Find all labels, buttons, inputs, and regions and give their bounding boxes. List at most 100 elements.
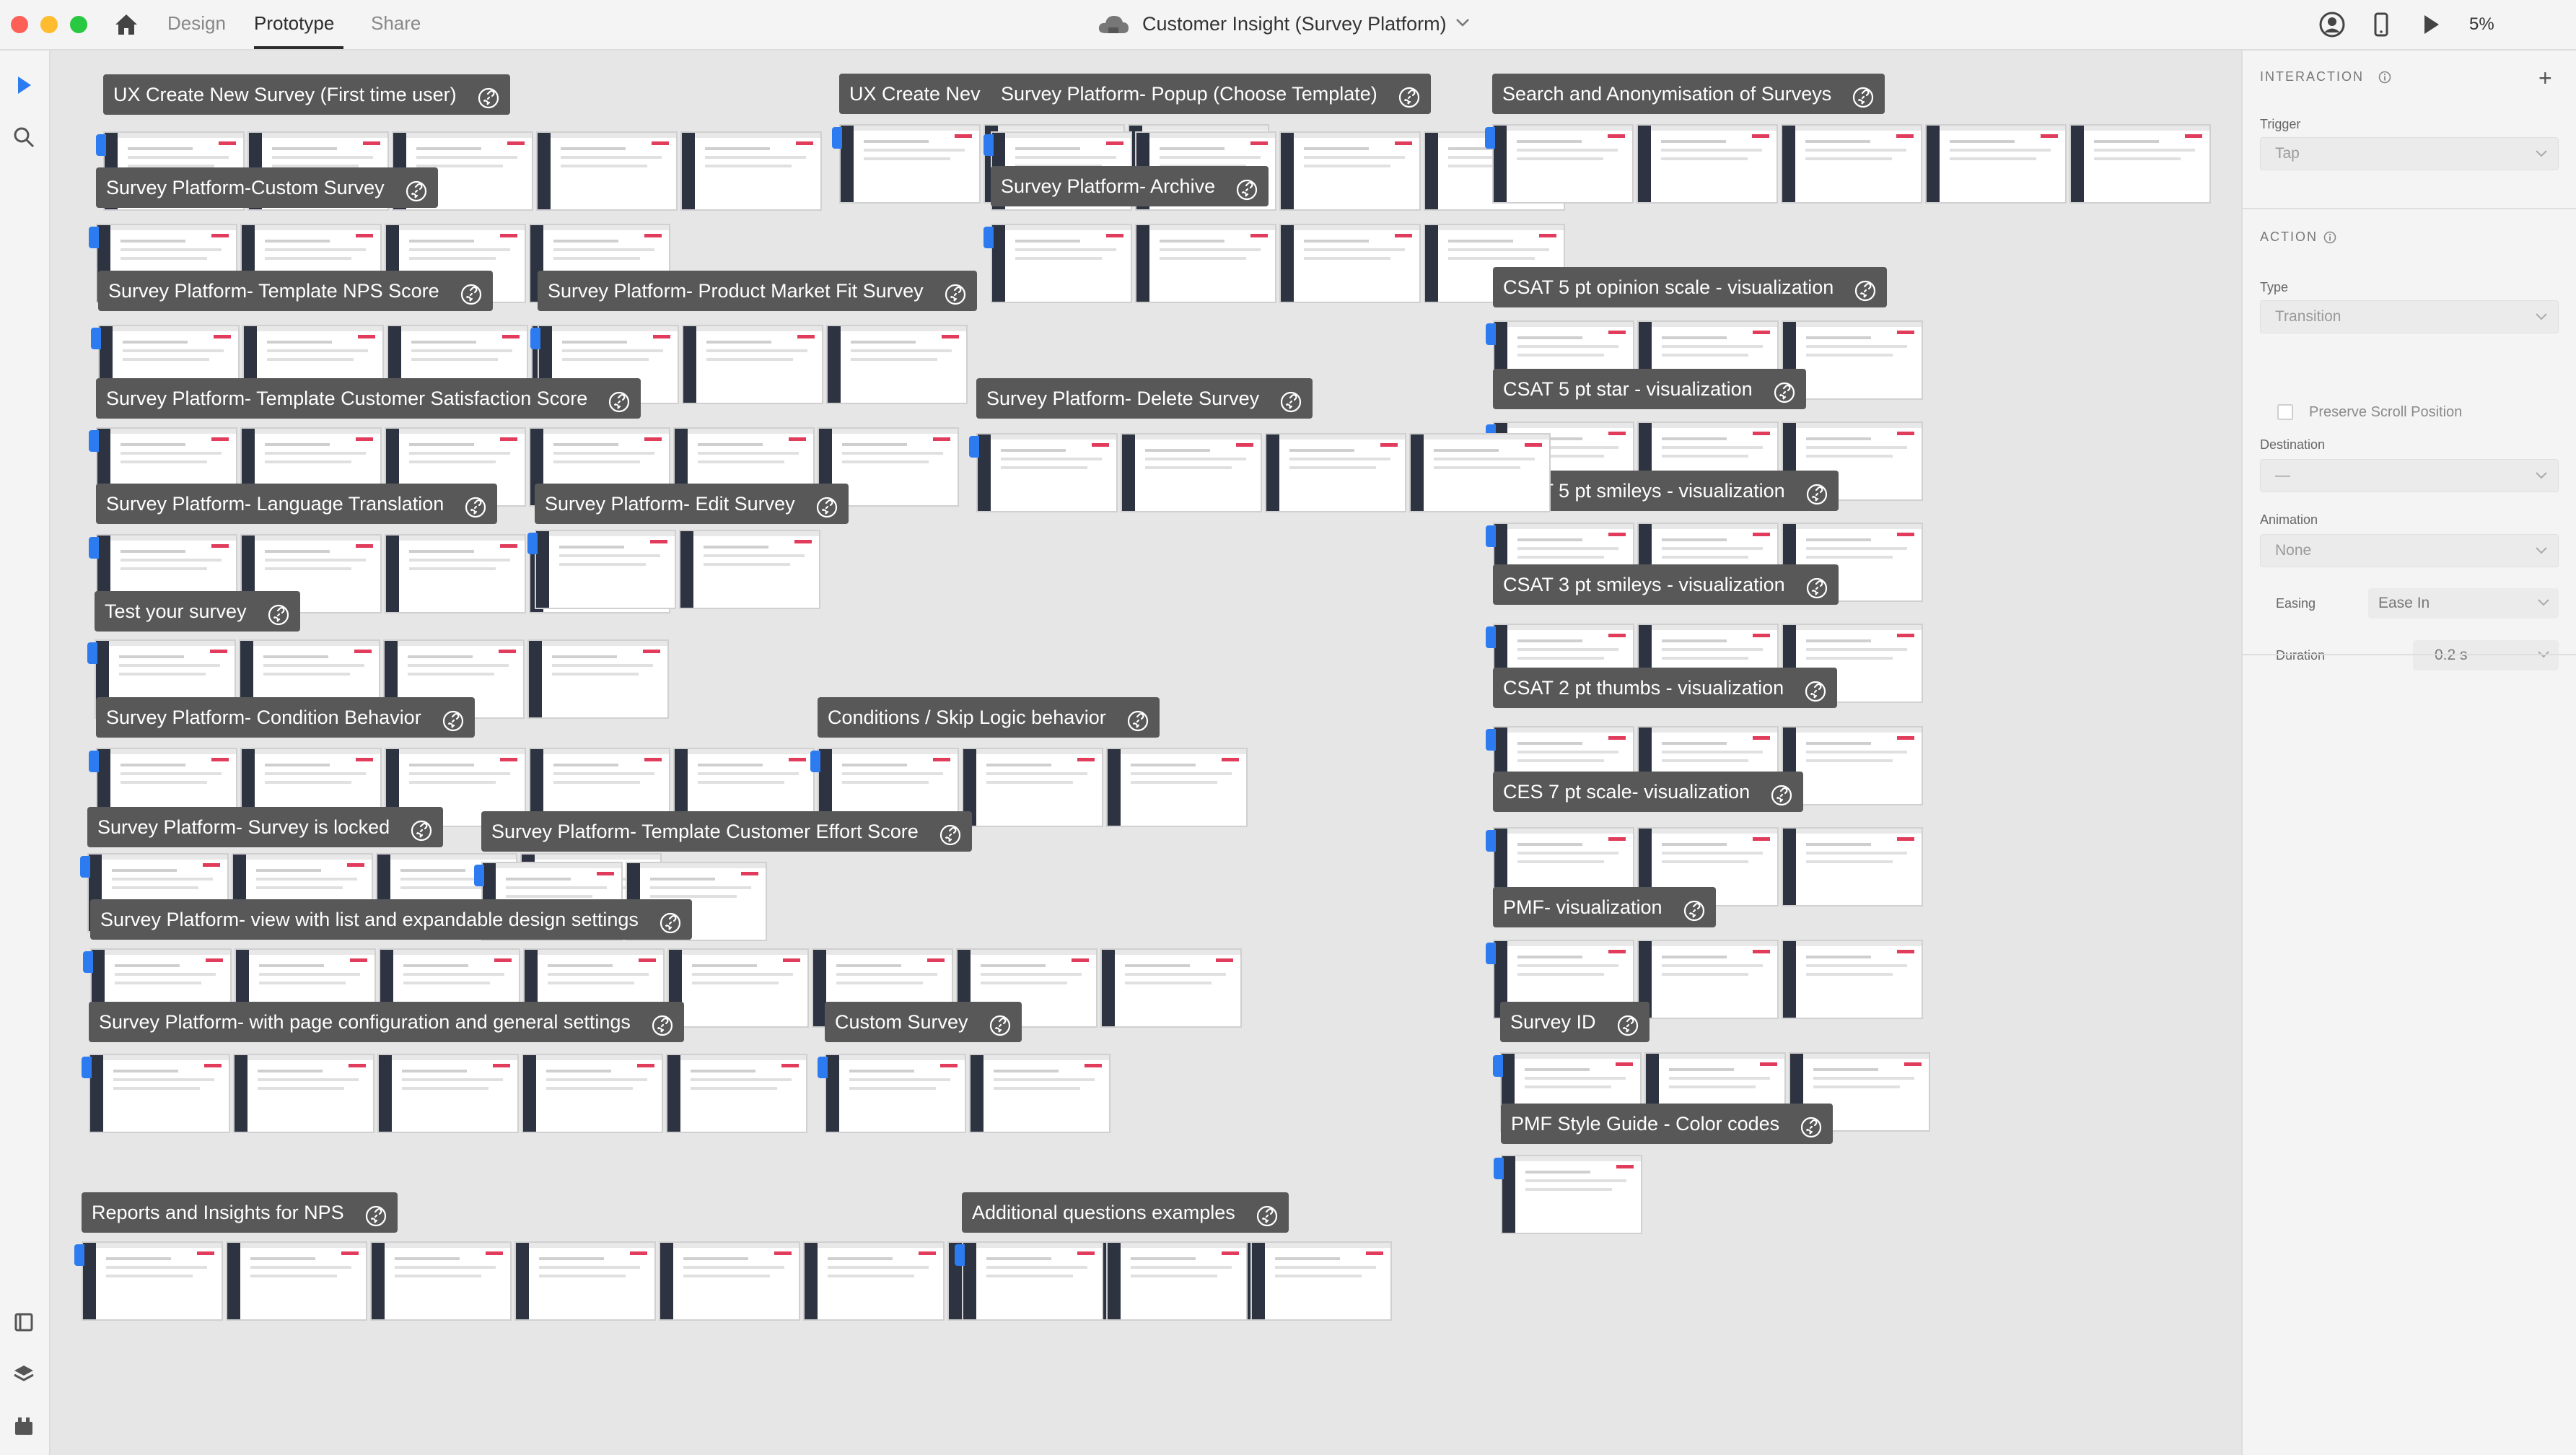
link-icon[interactable] [944,279,967,305]
artboard-thumbnail[interactable] [1279,224,1421,303]
artboard-group-label[interactable]: Test your survey [95,591,300,632]
destination-select[interactable]: — [2260,459,2559,492]
info-icon[interactable] [2378,71,2391,84]
artboard-thumbnail[interactable] [969,1054,1110,1133]
link-icon[interactable] [410,816,433,842]
artboard-thumbnail[interactable] [803,1241,945,1321]
artboard-group-label[interactable]: CSAT 2 pt thumbs - visualization [1493,668,1838,708]
artboard-thumbnail[interactable] [527,639,669,719]
artboard-thumbnail[interactable] [1250,1241,1392,1321]
info-icon[interactable] [2323,231,2336,244]
artboard-thumbnail[interactable] [1492,124,1634,204]
type-select[interactable]: Transition [2260,300,2559,333]
artboard-thumbnail[interactable] [536,131,678,211]
artboard-thumbnail[interactable] [1782,827,1923,906]
artboard-thumbnail[interactable] [1781,124,1922,204]
artboard-group-label[interactable]: Survey Platform- view with list and expa… [90,899,692,940]
artboard-thumbnail[interactable] [1265,433,1406,512]
artboard-thumbnail[interactable] [1637,124,1778,204]
artboard-thumbnail[interactable] [385,534,526,613]
artboard-thumbnail[interactable] [1100,948,1242,1028]
artboard-group-label[interactable]: Survey Platform- Language Translation [96,484,498,524]
animation-select[interactable]: None [2260,534,2559,567]
artboard-thumbnail[interactable] [962,1241,1103,1321]
layers-icon[interactable] [11,1361,37,1387]
link-icon[interactable] [1616,1010,1639,1036]
add-interaction-plus-icon[interactable]: + [2538,65,2552,91]
document-title[interactable]: Customer Insight (Survey Platform) [1142,13,1447,35]
artboard-thumbnail[interactable] [839,124,981,204]
artboard-group-label[interactable]: Survey Platform- Delete Survey [976,378,1313,419]
duration-input[interactable]: 0.2 s [2413,640,2559,670]
artboard-group-label[interactable]: Survey Platform- Popup (Choose Template) [991,74,1431,114]
easing-select[interactable]: Ease In [2368,588,2559,619]
link-icon[interactable] [442,706,465,732]
artboard-group-label[interactable]: Additional questions examples [962,1192,1289,1233]
link-icon[interactable] [608,387,631,413]
trigger-select[interactable]: Tap [2260,137,2559,170]
artboard-thumbnail[interactable] [1782,523,1923,602]
link-icon[interactable] [464,492,487,518]
link-icon[interactable] [1770,780,1793,806]
artboard-group-label[interactable]: CES 7 pt scale- visualization [1493,772,1804,812]
artboard-thumbnail[interactable] [226,1241,367,1321]
artboard-group-label[interactable]: Search and Anonymisation of Surveys [1492,74,1885,114]
link-icon[interactable] [651,1010,674,1036]
artboard-thumbnail[interactable] [535,530,676,609]
artboard-group-label[interactable]: Survey Platform- Product Market Fit Surv… [538,271,977,311]
pages-icon[interactable] [11,1309,37,1335]
artboard-group-label[interactable]: Survey Platform- Edit Survey [535,484,849,524]
link-icon[interactable] [405,176,428,202]
minimize-window-button[interactable] [40,16,58,33]
link-icon[interactable] [1398,82,1421,108]
link-icon[interactable] [1854,276,1877,302]
artboard-thumbnail[interactable] [2069,124,2211,204]
home-icon[interactable] [112,10,141,39]
artboard-group-label[interactable]: PMF- visualization [1493,887,1716,927]
artboard-group-label[interactable]: Survey Platform- Archive [991,166,1269,206]
artboard-group-label[interactable]: CSAT 3 pt smileys - visualization [1493,564,1839,605]
artboard-group-label[interactable]: Survey Platform- with page configuration… [89,1002,684,1042]
artboard-thumbnail[interactable] [1501,1155,1642,1234]
artboard-thumbnail[interactable] [667,948,809,1028]
maximize-window-button[interactable] [70,16,87,33]
tab-design[interactable]: Design [167,12,226,34]
artboard-thumbnail[interactable] [976,433,1118,512]
artboard-thumbnail[interactable] [962,748,1103,827]
link-icon[interactable] [815,492,838,518]
artboard-group-label[interactable]: Survey Platform- Template Customer Satis… [96,378,641,419]
artboard-group-label[interactable]: Survey Platform- Template Customer Effor… [481,811,972,852]
link-icon[interactable] [1805,573,1828,599]
artboard-thumbnail[interactable] [1782,726,1923,805]
artboard-thumbnail[interactable] [1782,940,1923,1019]
artboard-thumbnail[interactable] [826,325,968,404]
artboard-group-label[interactable]: Survey Platform- Template NPS Score [98,271,493,311]
artboard-thumbnail[interactable] [1637,940,1779,1019]
artboard-group-label[interactable]: Custom Survey [825,1002,1022,1042]
plugins-icon[interactable] [11,1413,37,1439]
user-icon[interactable] [2318,10,2347,39]
artboard-thumbnail[interactable] [825,1054,966,1133]
artboard-thumbnail[interactable] [1925,124,2067,204]
link-icon[interactable] [1126,706,1149,732]
link-icon[interactable] [477,83,500,109]
link-icon[interactable] [1773,377,1796,403]
artboard-thumbnail[interactable] [1782,624,1923,703]
link-icon[interactable] [1852,82,1875,108]
link-icon[interactable] [939,820,962,846]
tab-share[interactable]: Share [371,12,421,34]
artboard-group-label[interactable]: UX Create New Survey (First time user) [103,74,510,115]
artboard-thumbnail[interactable] [377,1054,519,1133]
link-icon[interactable] [1800,1112,1823,1138]
tab-prototype[interactable]: Prototype [254,12,335,34]
select-tool-icon[interactable] [11,72,37,98]
artboard-thumbnail[interactable] [680,131,822,211]
artboard-group-label[interactable]: CSAT 5 pt opinion scale - visualization [1493,267,1888,307]
artboard-thumbnail[interactable] [233,1054,374,1133]
artboard-thumbnail[interactable] [682,325,823,404]
artboard-thumbnail[interactable] [370,1241,512,1321]
artboard-thumbnail[interactable] [522,1054,663,1133]
artboard-group-label[interactable]: Conditions / Skip Logic behavior [818,697,1160,738]
link-icon[interactable] [1256,1201,1279,1227]
link-icon[interactable] [267,600,290,626]
